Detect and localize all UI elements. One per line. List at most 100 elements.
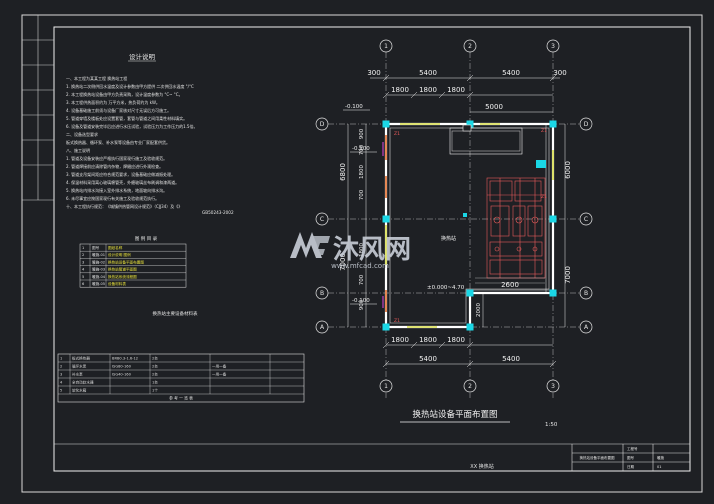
dim-text: 900 — [359, 128, 365, 139]
bottom-table-cell: 5 — [60, 389, 62, 393]
legend-cell: 5 — [82, 275, 84, 279]
dim-text: 2600 — [501, 281, 519, 289]
legend-cell: 换热站管道平面图 — [108, 267, 137, 272]
door-label: Z1 — [541, 194, 547, 200]
bottom-table-cell: ISG80-160 — [112, 365, 132, 369]
dim-text: 900 — [359, 299, 365, 310]
title-block — [54, 443, 690, 471]
legend-cell: 1 — [82, 246, 84, 250]
bottom-table-footer: 参 考 一 览 表 — [169, 396, 193, 401]
tb-label: 日期 — [627, 464, 635, 469]
notes-line: 3. 本工程供热面积约为 万平方米，热负荷约为 kW。 — [66, 99, 160, 105]
notes-code: GB50243-2002 — [202, 210, 234, 215]
dim-text: 1800 — [359, 165, 365, 179]
bottom-table-cell: 循环水泵 — [72, 364, 87, 369]
elevation-mark: -0.100 — [352, 298, 370, 304]
dim-text: 5000 — [485, 103, 503, 111]
axis-label: 1 — [384, 43, 388, 50]
project-name: XX 换热站 — [470, 463, 493, 470]
elevation-mark: -0.100 — [345, 104, 363, 110]
room-level: ±0.000~4.70 — [427, 285, 465, 291]
tb-value: 01 — [657, 465, 661, 469]
dim-text: 5400 — [502, 69, 520, 77]
axis-label: 1 — [384, 383, 388, 390]
dim-text: 5400 — [419, 69, 437, 77]
notes-line: 板式换热器、循环泵、补水泵等设备由专业厂家配套供货。 — [66, 139, 170, 145]
legend-cell: 暖施-02 — [92, 259, 105, 264]
notes-line: 4. 设备基础施工前须与设备厂家核对尺寸无误后方可施工。 — [66, 107, 171, 113]
dim-text: 6000 — [564, 161, 572, 179]
bottom-table-cell: 3 — [60, 373, 62, 377]
legend-cell: 图号 — [92, 245, 100, 250]
dim-text: 300 — [367, 69, 380, 77]
dim-text: 1800 — [391, 86, 409, 94]
room-label: 换热站 — [441, 235, 456, 242]
notes-line: 八、施工说明 — [66, 147, 90, 153]
bottom-table-cell: 软化水箱 — [72, 388, 87, 393]
door-label: Z1 — [541, 128, 547, 134]
floor-plan: 1 2 3 1 2 3 D C B A D C B A 5400 5400 30… — [315, 39, 593, 428]
bottom-table-cell: 4 — [60, 381, 63, 385]
elevation-mark: -0.100 — [352, 146, 370, 152]
notes-line: 1. 换热站二次侧供回水温度及设计参数由甲方提供 二次供回水温度 °/°C — [66, 83, 194, 89]
axis-bubbles — [315, 39, 593, 393]
axis-label: 3 — [551, 43, 555, 50]
notes-line: 1. 管道及设备安装应严格执行国家现行施工及验收规范。 — [66, 155, 167, 161]
dim-text: 5400 — [502, 355, 520, 363]
legend-cell: 暖施-03 — [92, 267, 105, 272]
windows — [385, 123, 554, 328]
table2-title: 换热站主要设备材料表 — [153, 310, 198, 317]
notes-title: 设计说明 — [129, 52, 156, 61]
mf-logo-icon — [290, 232, 330, 258]
legend-title: 图 例 目 录 — [135, 235, 158, 242]
axis-label: C — [320, 216, 324, 223]
legend-cell: 设计说明 图例 — [108, 252, 131, 257]
outer-frame — [21, 14, 703, 493]
notes-line: 一、本工程为某某工程 换热站工程 — [66, 75, 127, 81]
axis-label: B — [320, 290, 324, 297]
axis-label: C — [584, 216, 588, 223]
axis-label: B — [584, 290, 588, 297]
dimension-lines — [347, 74, 566, 368]
notes-line: 2. 本工程换热站设备由甲方负责采购，设计温度参数为 °C~ °C。 — [66, 91, 183, 97]
axis-label: D — [584, 121, 589, 128]
bottom-table-cell: 板式换热器 — [72, 356, 90, 361]
heat-exchanger-equipment — [486, 177, 546, 279]
plan-title: 换热站设备平面布置图 — [412, 409, 497, 420]
door-label: Z1 — [394, 318, 400, 324]
dim-text: 5400 — [419, 355, 437, 363]
notes-line: 6. 未尽事宜应按国家现行有关施工及验收规范执行。 — [66, 195, 159, 201]
legend-cell: 换热站设备平面布置图 — [108, 259, 144, 264]
legend-cell: 暖施-01 — [92, 252, 105, 257]
axis-label: D — [320, 121, 325, 128]
legend-cell: 暖施-05 — [92, 281, 105, 286]
bottom-table-cell: 2台 — [152, 364, 158, 369]
watermark: 沐风网 www.mfcad.com — [290, 232, 411, 270]
legend-cell: 设备材料表 — [108, 281, 126, 286]
dim-text: 700 — [359, 144, 365, 155]
bottom-table-cell: 全自动软水器 — [72, 380, 94, 385]
dim-text: 6800 — [339, 163, 347, 181]
dim-text: 300 — [553, 69, 566, 77]
notes-line: 二、设备选型要求 — [66, 131, 98, 137]
axis-label: A — [584, 324, 589, 331]
inner-frame — [53, 26, 691, 472]
dim-text: 1800 — [419, 86, 437, 94]
tb-value: 暖施 — [657, 455, 665, 460]
dim-text: 1800 — [359, 243, 365, 257]
bottom-table-cell: 一用一备 — [212, 372, 227, 377]
notes-line: 3. 管道支吊架间距应符合规范要求，设备基础应做减振处理。 — [66, 171, 175, 177]
water-tank — [449, 124, 523, 155]
legend-cell: 换热站系统流程图 — [108, 274, 137, 279]
drawing-name: 换热站设备平面布置图 — [580, 455, 615, 460]
watermark-url: www.mfcad.com — [331, 262, 389, 270]
dim-text: 1800 — [447, 86, 465, 94]
plan-scale: 1:50 — [545, 422, 558, 428]
notes-body: 一、本工程为某某工程 换热站工程 1. 换热站二次侧供回水温度及设计参数由甲方提供… — [66, 75, 197, 209]
bottom-table-cell: BRB0.3-1.6-12 — [112, 357, 138, 361]
dim-text: 2000 — [476, 303, 482, 317]
tb-label: 工程号 — [627, 446, 638, 451]
dim-text: 1800 — [447, 336, 465, 344]
